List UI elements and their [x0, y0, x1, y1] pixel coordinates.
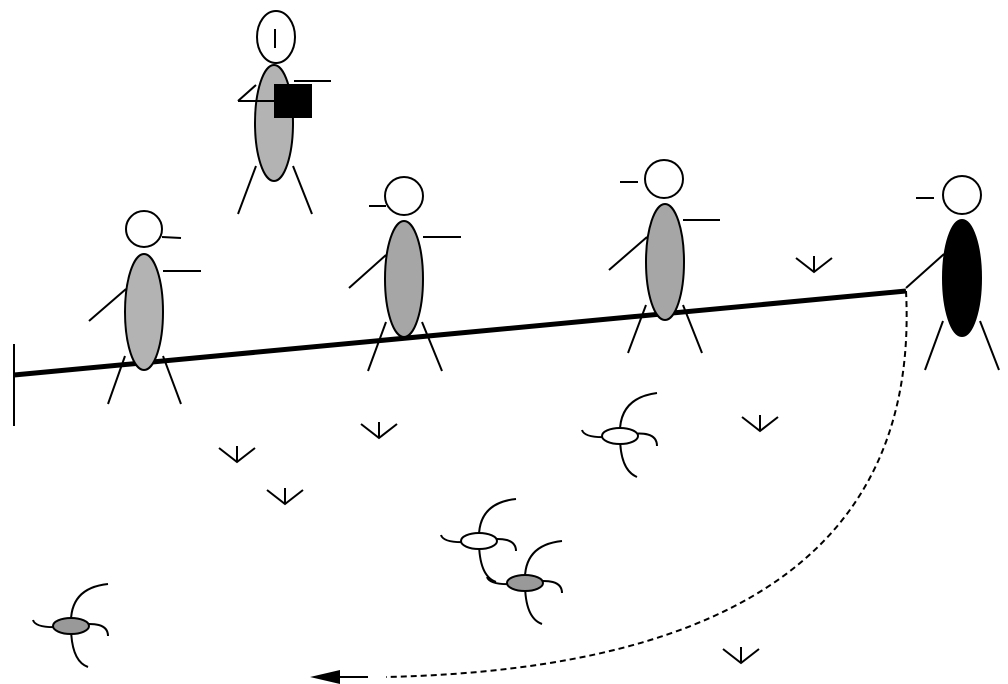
player-left-leg-right [162, 355, 182, 405]
ball-square [274, 84, 312, 118]
player-middle-arm-back [348, 254, 387, 289]
player-middle-leg-right [421, 321, 443, 372]
player-right-head [942, 175, 982, 215]
flower-grey-2 [32, 583, 109, 668]
ball-path-curve [385, 290, 908, 678]
ball-path [310, 290, 908, 684]
grass-marks [218, 256, 833, 665]
flower-grey-1 [486, 540, 563, 625]
player-left-torso [124, 253, 164, 371]
player-left-leg-left [107, 355, 126, 405]
player-center-right-head [644, 159, 684, 199]
flower-center [601, 427, 639, 445]
player-center-right [608, 159, 720, 354]
player-middle-head [384, 176, 424, 216]
player-right-leg-right [979, 320, 1000, 371]
player-center-right-torso [645, 203, 685, 321]
player-left [88, 210, 201, 405]
player-center-right-arm-back [608, 236, 648, 271]
player-middle-torso [384, 220, 424, 338]
flower-white-2 [440, 498, 517, 583]
grass-mark [722, 647, 760, 665]
grass-mark [360, 422, 398, 440]
player-with-ball-leg-left [237, 165, 257, 215]
player-left-head [125, 210, 163, 248]
player-center-right-leg-left [627, 304, 647, 354]
player-right-leg-left [924, 320, 944, 371]
grass-mark [741, 415, 779, 433]
player-right-arm [905, 253, 945, 289]
player-middle-leg-left [367, 321, 387, 372]
player-left-arm-back [88, 288, 127, 322]
rope [13, 288, 907, 426]
flower-center [52, 617, 90, 635]
grass-mark [218, 446, 256, 464]
flower-center [506, 574, 544, 592]
player-middle [348, 176, 461, 372]
grass-mark [795, 256, 833, 274]
flower-center [460, 532, 498, 550]
player-with-ball [237, 10, 331, 215]
player-center-right-leg-right [682, 304, 703, 354]
player-with-ball-arm-back [237, 84, 257, 102]
rope-line [13, 288, 907, 378]
player-right [905, 175, 1000, 371]
player-with-ball-torso [254, 64, 294, 182]
ball-path-arrowhead [310, 670, 340, 684]
player-with-ball-leg-right [292, 165, 313, 215]
grass-mark [266, 488, 304, 506]
player-right-torso [942, 219, 982, 337]
player-left-nose [161, 236, 182, 239]
flower-white-1 [581, 392, 658, 478]
